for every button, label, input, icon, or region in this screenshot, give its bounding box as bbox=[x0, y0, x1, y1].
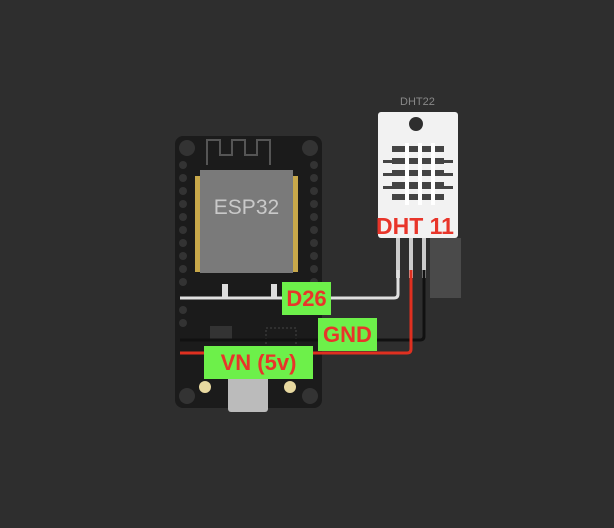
usb-port bbox=[228, 370, 268, 412]
esp32-chip-label: ESP32 bbox=[213, 196, 280, 219]
esp32-chip bbox=[200, 170, 293, 273]
power-label: VN (5v) bbox=[204, 346, 313, 379]
d26-label: D26 bbox=[282, 282, 331, 315]
wire-power bbox=[180, 270, 413, 355]
wire-d26 bbox=[180, 270, 400, 300]
led bbox=[284, 381, 296, 393]
wire-gnd bbox=[180, 270, 426, 342]
gnd-label: GND bbox=[318, 318, 377, 351]
dht-sensor[interactable] bbox=[378, 112, 461, 298]
sensor-label: DHT 11 bbox=[376, 213, 454, 239]
led bbox=[199, 381, 211, 393]
sensor-model-label: DHT22 bbox=[400, 96, 435, 108]
